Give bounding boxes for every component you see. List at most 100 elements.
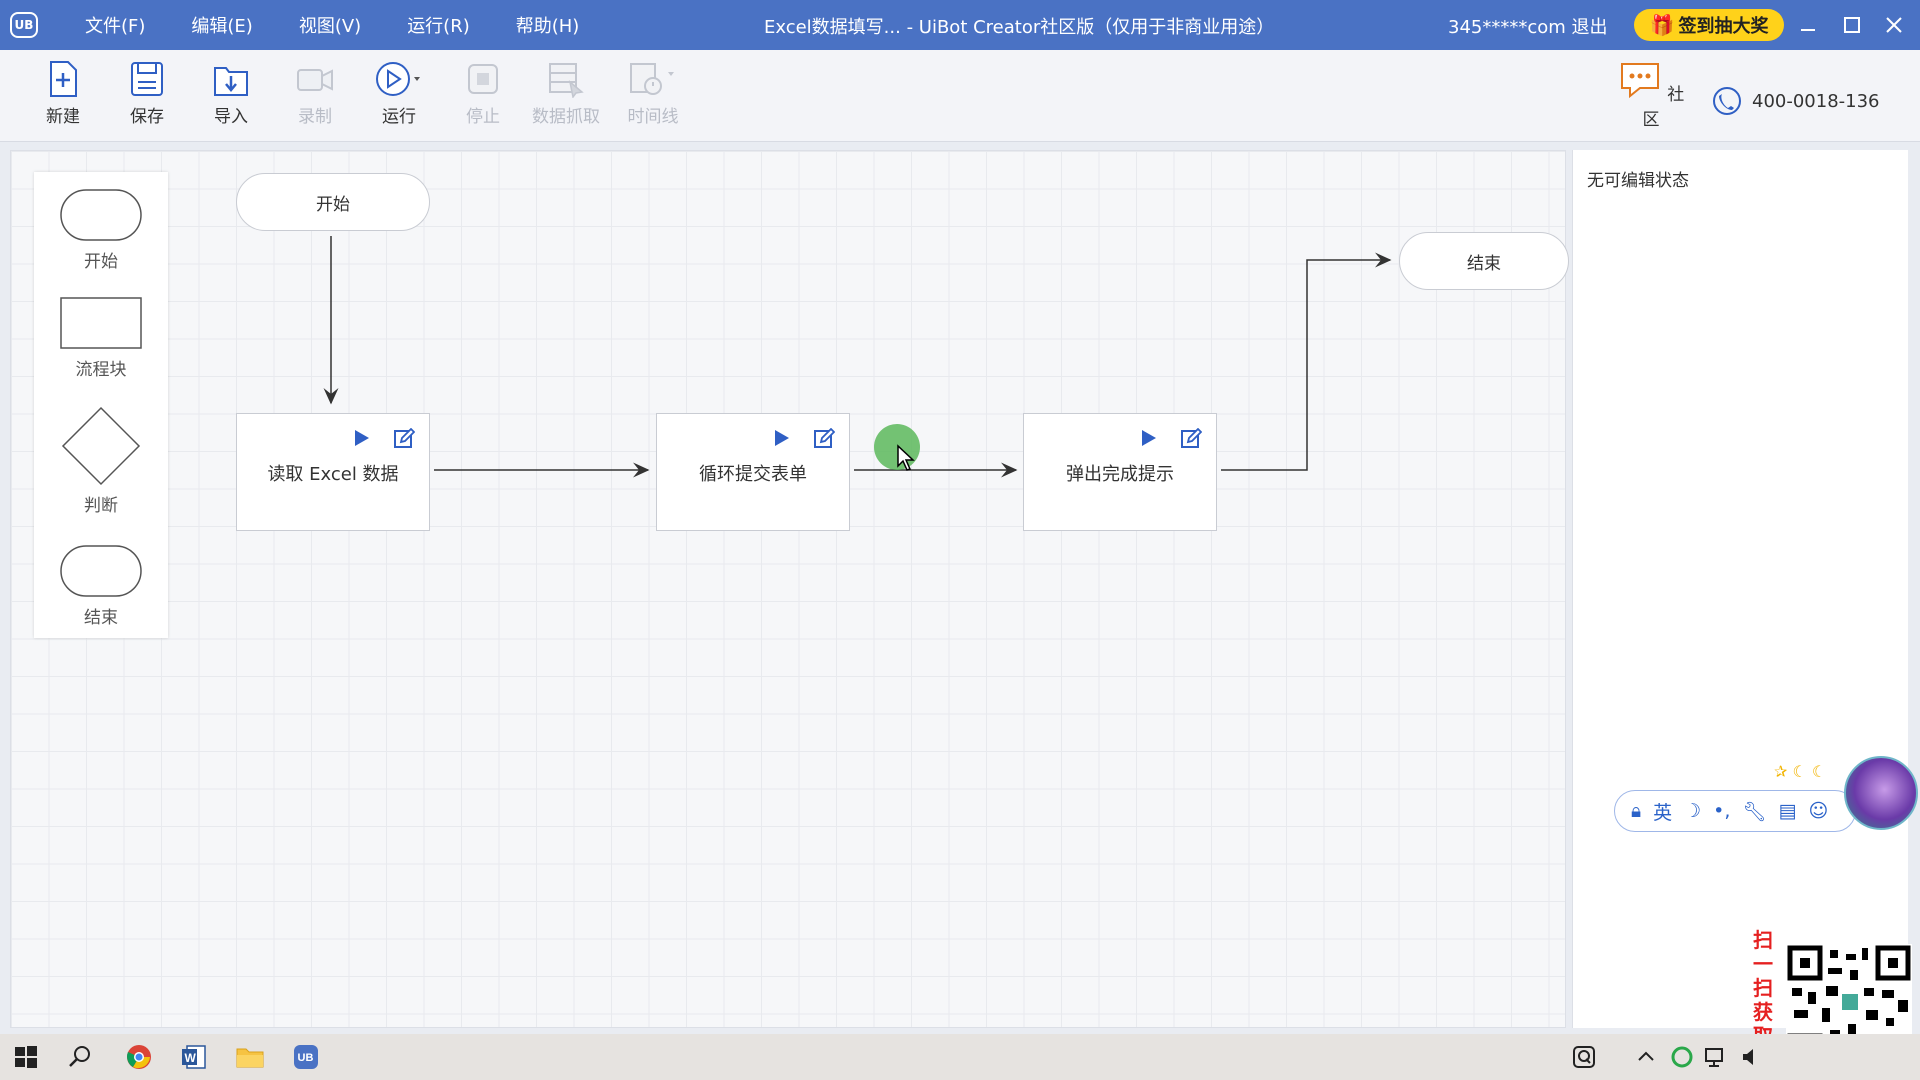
folder-icon: [236, 1048, 264, 1068]
palette-end[interactable]: 结束: [34, 544, 168, 628]
import-icon: [214, 67, 248, 96]
palette-start-label: 开始: [84, 252, 118, 272]
user-account-logout[interactable]: 345*****com 退出: [1448, 17, 1608, 38]
community-button[interactable]: 社区: [1616, 60, 1686, 130]
taskbar-word[interactable]: W: [178, 1042, 210, 1072]
flow-block-shape-icon: [60, 297, 142, 349]
menu-help[interactable]: 帮助(H): [515, 16, 580, 37]
edit-block-icon[interactable]: [813, 428, 835, 450]
menu-edit[interactable]: 编辑(E): [191, 16, 253, 37]
start-menu-button[interactable]: [10, 1042, 42, 1072]
menu-view[interactable]: 视图(V): [298, 16, 362, 37]
run-label: 运行: [382, 107, 416, 127]
shape-palette: 开始 流程块 判断 结束: [34, 172, 168, 638]
community-chat-icon: [1620, 63, 1659, 99]
block-label: 循环提交表单: [699, 464, 807, 485]
ime-avatar[interactable]: [1844, 756, 1918, 830]
palette-decision[interactable]: 判断: [34, 406, 168, 516]
palette-flow-block[interactable]: 流程块: [34, 296, 168, 380]
search-button[interactable]: [64, 1042, 96, 1072]
tray-recycle[interactable]: [1666, 1042, 1698, 1072]
stop-icon: [468, 64, 498, 94]
flow-block-read-excel[interactable]: 读取 Excel 数据: [236, 413, 430, 531]
flow-block-show-done[interactable]: 弹出完成提示: [1023, 413, 1217, 531]
punctuation-icon[interactable]: •,: [1713, 800, 1731, 822]
edit-block-icon[interactable]: [1180, 428, 1202, 450]
timeline-icon: [630, 63, 674, 95]
phone-icon: [1713, 87, 1741, 115]
window-title: Excel数据填写... - UiBot Creator社区版（仅用于非商业用途…: [764, 17, 1275, 38]
palette-flow-block-label: 流程块: [75, 360, 127, 380]
start-node[interactable]: 开始: [236, 173, 430, 231]
connector-block3-to-end[interactable]: [1221, 252, 1392, 471]
minimize-icon: [1801, 29, 1815, 31]
property-panel-status: 无可编辑状态: [1587, 171, 1689, 191]
palette-decision-label: 判断: [84, 496, 118, 516]
gift-icon: 🎁: [1649, 13, 1675, 37]
wrench-icon[interactable]: 🔧︎: [1742, 800, 1767, 823]
smiley-icon[interactable]: ☺: [1808, 800, 1829, 822]
record-button[interactable]: 录制: [280, 60, 350, 127]
support-phone: 400-0018-136: [1712, 86, 1880, 116]
edit-block-icon[interactable]: [393, 428, 415, 450]
tray-app[interactable]: [1568, 1042, 1600, 1072]
moon-icon[interactable]: ☽: [1684, 800, 1702, 822]
windows-taskbar: W UB: [0, 1034, 1920, 1080]
svg-text:UB: UB: [298, 1052, 314, 1064]
clipboard-icon[interactable]: ▤: [1778, 800, 1797, 822]
maximize-button[interactable]: [1836, 10, 1868, 40]
search-icon: [69, 1046, 90, 1067]
run-block-icon[interactable]: [1138, 428, 1158, 448]
menu-bar: 文件(F) 编辑(E) 视图(V) 运行(R) 帮助(H): [62, 12, 602, 38]
run-button[interactable]: 运行: [364, 60, 434, 127]
tray-network[interactable]: [1700, 1042, 1732, 1072]
toolbar: 新建 保存 导入 录制 运行 停止 数据抓取 时间线 社区 400-0018-1…: [0, 50, 1920, 142]
property-panel: 无可编辑状态: [1572, 150, 1908, 1028]
import-label: 导入: [214, 107, 248, 127]
menu-run[interactable]: 运行(R): [407, 16, 470, 37]
tray-expand-button[interactable]: [1630, 1042, 1662, 1072]
stop-label: 停止: [466, 107, 500, 127]
timeline-button[interactable]: 时间线: [616, 60, 690, 127]
title-bar: UB 文件(F) 编辑(E) 视图(V) 运行(R) 帮助(H) Excel数据…: [0, 0, 1920, 50]
taskbar-chrome[interactable]: [123, 1042, 155, 1072]
flow-block-loop-submit[interactable]: 循环提交表单: [656, 413, 850, 531]
run-block-icon[interactable]: [771, 428, 791, 448]
new-button[interactable]: 新建: [28, 60, 98, 127]
lock-icon[interactable]: 🔒︎: [1631, 800, 1642, 822]
import-button[interactable]: 导入: [196, 60, 266, 127]
cursor-highlight: [874, 424, 920, 470]
stop-button[interactable]: 停止: [448, 60, 518, 127]
chrome-icon: [127, 1045, 151, 1069]
ime-toolbar[interactable]: 🔒︎ 英 ☽ •, 🔧︎ ▤ ☺: [1614, 790, 1856, 832]
windows-logo-icon: [15, 1046, 37, 1068]
end-node[interactable]: 结束: [1399, 232, 1569, 290]
save-button[interactable]: 保存: [112, 60, 182, 127]
palette-start[interactable]: 开始: [34, 188, 168, 272]
palette-end-label: 结束: [84, 608, 118, 628]
app-logo: UB: [10, 12, 38, 38]
block-label: 弹出完成提示: [1066, 464, 1174, 485]
signin-label: 签到抽大奖: [1678, 16, 1769, 37]
close-button[interactable]: [1878, 10, 1910, 40]
minimize-button[interactable]: [1792, 10, 1824, 40]
run-block-icon[interactable]: [351, 428, 371, 448]
taskbar-uibot[interactable]: UB: [290, 1042, 322, 1072]
taskbar-file-explorer[interactable]: [234, 1042, 266, 1072]
flow-canvas[interactable]: [10, 150, 1566, 1028]
menu-file[interactable]: 文件(F): [85, 16, 146, 37]
data-scrape-button[interactable]: 数据抓取: [530, 60, 602, 127]
signin-lottery-button[interactable]: 🎁 签到抽大奖: [1634, 9, 1784, 41]
chevron-up-icon: [1638, 1051, 1654, 1061]
ime-language[interactable]: 英: [1653, 801, 1673, 824]
decision-diamond-icon: [61, 406, 141, 486]
data-scrape-icon: [549, 63, 584, 98]
new-file-icon: [50, 61, 77, 97]
volume-icon: [1743, 1049, 1753, 1065]
save-icon: [131, 62, 163, 96]
record-label: 录制: [298, 107, 332, 127]
start-shape-icon: [60, 189, 142, 241]
ime-status-stars: ✰ ☾ ☾: [1774, 762, 1827, 781]
tray-volume[interactable]: [1736, 1042, 1768, 1072]
network-icon: [1705, 1048, 1723, 1067]
